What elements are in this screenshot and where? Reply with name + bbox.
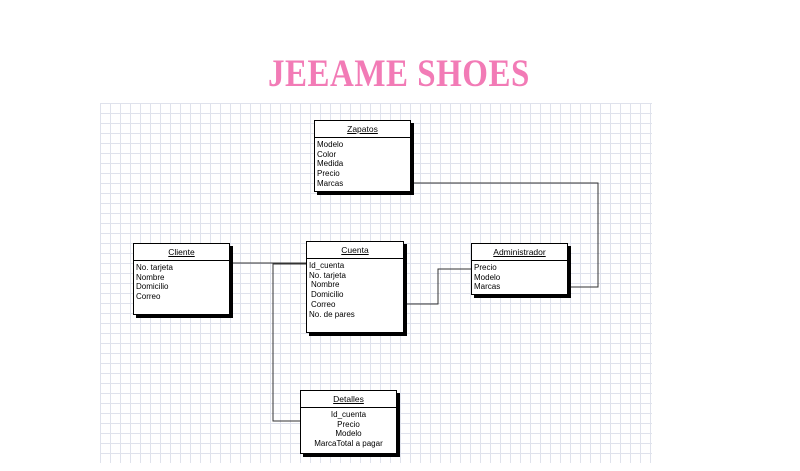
- entity-administrador-title: Administrador: [472, 244, 567, 261]
- attribute: No. tarjeta: [309, 270, 346, 280]
- entity-detalles[interactable]: Detalles Id_cuenta Precio Modelo MarcaTo…: [300, 390, 397, 454]
- attribute: Nombre: [136, 272, 165, 282]
- attribute: Marcas: [474, 282, 501, 292]
- attribute: Domicilio: [136, 282, 169, 292]
- entity-cliente-attributes: No. tarjeta Nombre Domicilio Correo: [134, 261, 229, 302]
- attribute: Modelo: [474, 272, 501, 282]
- entity-zapatos-attributes: Modelo Color Medida Precio Marcas: [315, 138, 410, 189]
- entity-zapatos-title: Zapatos: [315, 121, 410, 138]
- entity-cliente-title: Cliente: [134, 244, 229, 261]
- attribute: Modelo: [317, 140, 344, 149]
- attribute: Domicilio: [311, 290, 344, 300]
- entity-administrador[interactable]: Administrador Precio Modelo Marcas: [471, 243, 568, 295]
- attribute: Modelo: [335, 429, 362, 439]
- entity-cuenta-attributes: Id_cuenta No. tarjeta Nombre Domicilio C…: [307, 259, 403, 319]
- attribute: Precio: [337, 419, 360, 429]
- entity-detalles-title: Detalles: [301, 391, 396, 408]
- entity-cuenta[interactable]: Cuenta Id_cuenta No. tarjeta Nombre Domi…: [306, 241, 404, 333]
- attribute: Id_cuenta: [309, 261, 345, 270]
- entity-detalles-attributes: Id_cuenta Precio Modelo MarcaTotal a pag…: [301, 408, 396, 449]
- attribute: Marcas: [317, 178, 344, 188]
- entity-cuenta-title: Cuenta: [307, 242, 403, 259]
- entity-administrador-attributes: Precio Modelo Marcas: [472, 261, 567, 292]
- attribute: Nombre: [311, 280, 340, 290]
- attribute: Precio: [317, 169, 340, 179]
- entity-cliente[interactable]: Cliente No. tarjeta Nombre Domicilio Cor…: [133, 243, 230, 315]
- page-title: JEEAME SHOES: [268, 52, 530, 96]
- attribute: Color: [317, 149, 337, 159]
- attribute: MarcaTotal a pagar: [314, 439, 383, 449]
- attribute: Correo: [311, 299, 336, 309]
- attribute: No. tarjeta: [136, 263, 173, 272]
- attribute: Id_cuenta: [330, 410, 367, 419]
- attribute: Medida: [317, 159, 344, 169]
- attribute: Precio: [474, 263, 497, 272]
- attribute: Correo: [136, 292, 161, 302]
- entity-zapatos[interactable]: Zapatos Modelo Color Medida Precio Marca…: [314, 120, 411, 192]
- attribute: No. de pares: [309, 309, 355, 319]
